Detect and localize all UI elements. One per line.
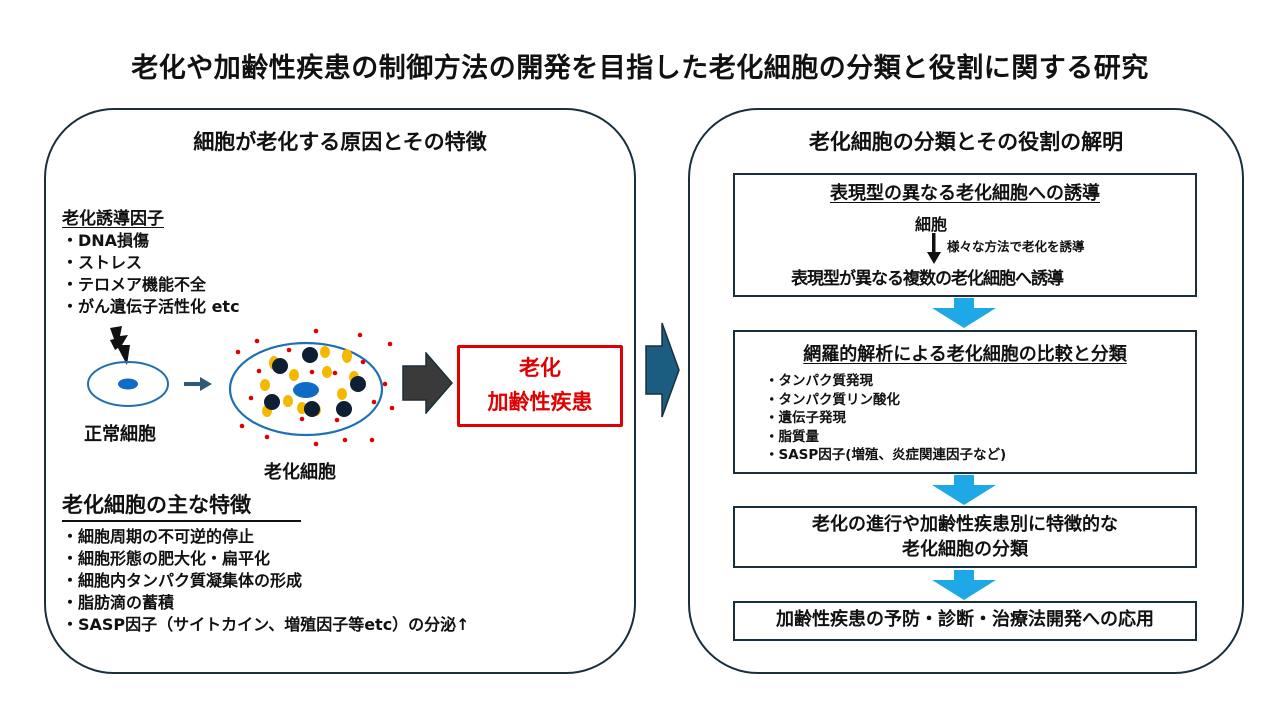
step1-to: 表現型が異なる複数の老化細胞へ誘導 bbox=[791, 269, 1064, 289]
inducers-heading: 老化誘導因子 bbox=[62, 209, 164, 229]
analysis-item: ・遺伝子発現 bbox=[765, 410, 846, 426]
outcome-line-1: 老化 bbox=[519, 356, 561, 380]
feature-item: ・細胞内タンパク質凝集体の形成 bbox=[62, 571, 303, 590]
analysis-item: ・タンパク質リン酸化 bbox=[765, 391, 900, 408]
step3-box: 老化の進行や加齢性疾患別に特徴的な 老化細胞の分類 bbox=[733, 506, 1197, 568]
flow-arrow-icon bbox=[932, 570, 996, 600]
progression-arrow-icon bbox=[402, 352, 453, 414]
step1-box: 表現型の異なる老化細胞への誘導 細胞 様々な方法で老化を誘導 表現型が異なる複数… bbox=[733, 173, 1197, 297]
feature-item: ・SASP因子（サイトカイン、増殖因子等etc）の分泌↑ bbox=[62, 615, 470, 634]
step3-line-1: 老化の進行や加齢性疾患別に特徴的な bbox=[812, 514, 1118, 535]
inducers-section: 老化誘導因子 ・DNA損傷 ・ストレス ・テロメア機能不全 ・がん遺伝子活性化 … bbox=[62, 208, 240, 318]
main-title: 老化や加齢性疾患の制御方法の開発を目指した老化細胞の分類と役割に関する研究 bbox=[131, 53, 1149, 84]
transition-arrow-icon bbox=[184, 377, 212, 391]
outcome-box: 老化 加齢性疾患 bbox=[457, 345, 623, 427]
step1-heading: 表現型の異なる老化細胞への誘導 bbox=[830, 183, 1100, 204]
analysis-item: ・脂質量 bbox=[765, 428, 819, 445]
senescent-cell bbox=[228, 341, 384, 437]
right-panel-title: 老化細胞の分類とその役割の解明 bbox=[808, 130, 1124, 154]
analysis-item: ・タンパク質発現 bbox=[765, 373, 873, 389]
normal-cell-nucleus bbox=[118, 378, 138, 390]
feature-item: ・細胞形態の肥大化・扁平化 bbox=[62, 549, 271, 568]
normal-cell bbox=[87, 361, 169, 407]
step1-from: 細胞 bbox=[915, 215, 948, 234]
flow-arrow-icon bbox=[932, 475, 996, 505]
left-panel-title: 細胞が老化する原因とその特徴 bbox=[193, 130, 487, 154]
analysis-item: ・SASP因子(増殖、炎症関連因子など) bbox=[765, 447, 1007, 463]
feature-item: ・脂肪滴の蓄積 bbox=[62, 593, 175, 612]
flow-arrow-icon bbox=[932, 298, 996, 328]
step3-line-2: 老化細胞の分類 bbox=[902, 539, 1028, 560]
down-arrow-icon bbox=[927, 233, 941, 264]
cell-illustration bbox=[87, 326, 395, 447]
panel-transition-arrow-icon bbox=[645, 322, 680, 418]
inducer-item: ・DNA損傷 bbox=[62, 231, 150, 250]
step2-box: 網羅的解析による老化細胞の比較と分類 ・タンパク質発現 ・タンパク質リン酸化 ・… bbox=[733, 330, 1197, 474]
step4-box: 加齢性疾患の予防・診断・治療法開発への応用 bbox=[733, 601, 1197, 641]
step1-method: 様々な方法で老化を誘導 bbox=[947, 239, 1085, 254]
protein-aggregates bbox=[264, 347, 366, 417]
inducer-item: ・テロメア機能不全 bbox=[62, 275, 207, 294]
senescent-cell-nucleus bbox=[293, 382, 319, 398]
feature-item: ・細胞周期の不可逆的停止 bbox=[62, 527, 255, 546]
normal-cell-label: 正常細胞 bbox=[84, 424, 156, 445]
lightning-icon bbox=[110, 326, 130, 365]
step4-text: 加齢性疾患の予防・診断・治療法開発への応用 bbox=[776, 609, 1154, 630]
sasp-dots bbox=[235, 328, 395, 447]
inducer-item: ・ストレス bbox=[62, 253, 143, 272]
features-heading: 老化細胞の主な特徴 bbox=[62, 489, 301, 522]
step2-heading: 網羅的解析による老化細胞の比較と分類 bbox=[803, 344, 1127, 365]
senescent-cell-label: 老化細胞 bbox=[264, 462, 336, 483]
outcome-line-2: 加齢性疾患 bbox=[487, 390, 593, 414]
features-section: 老化細胞の主な特徴 ・細胞周期の不可逆的停止 ・細胞形態の肥大化・扁平化 ・細胞… bbox=[62, 489, 470, 636]
inducer-item: ・がん遺伝子活性化 etc bbox=[62, 297, 240, 316]
